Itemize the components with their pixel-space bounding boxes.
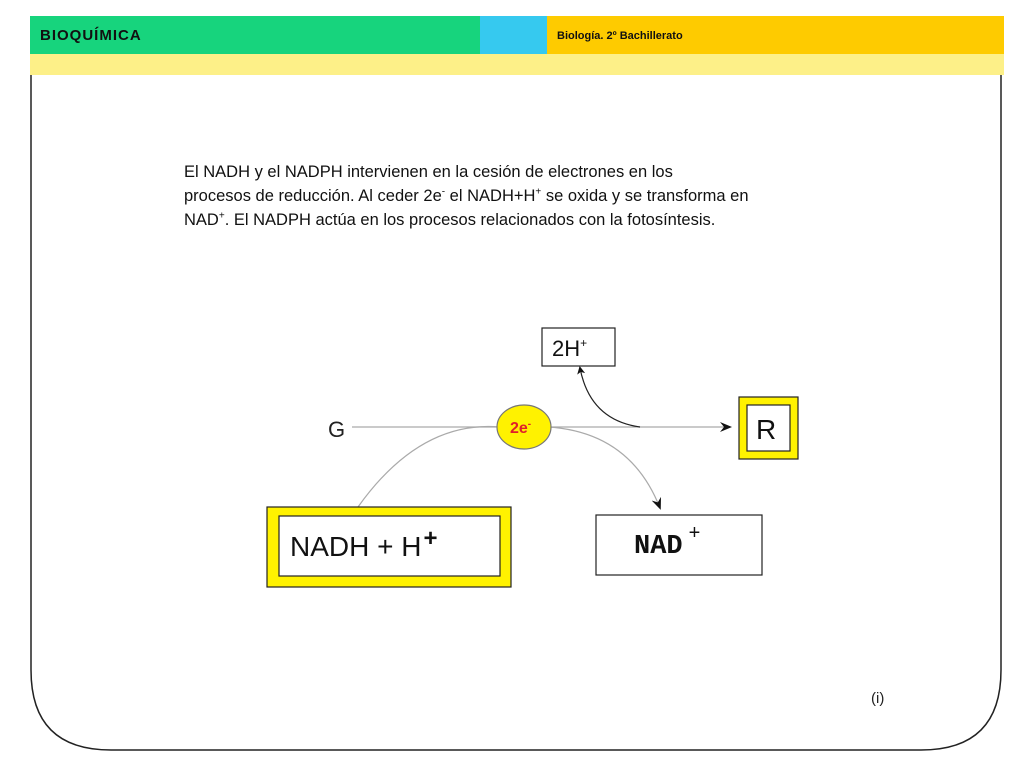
electron-to-nad-arrow: [547, 426, 661, 510]
intro-line-1: El NADH y el NADPH intervienen en la ces…: [184, 163, 673, 181]
header-title: BIOQUÍMICA: [40, 27, 142, 44]
proton-label: 2H+: [552, 336, 587, 361]
acceptor-label: R: [756, 414, 776, 445]
header-gold-bar: [547, 16, 1004, 54]
donor-label: G: [328, 417, 345, 442]
header-light-strip: [30, 54, 1004, 75]
acceptor-box-inner: [746, 404, 791, 452]
header-cyan-bar: [480, 16, 547, 54]
oxidized-box: [595, 514, 763, 576]
oxidized-label: NAD+: [634, 522, 700, 562]
electron-label: 2e-: [510, 419, 531, 437]
header-subtitle: Biología. 2º Bachillerato: [557, 30, 683, 42]
proton-box: [541, 327, 616, 367]
intro-paragraph: El NADH y el NADPH intervienen en la ces…: [184, 160, 884, 232]
electron-circle: [496, 404, 552, 450]
nadh-to-electron-curve: [357, 425, 501, 508]
slide-mark: (i): [871, 690, 885, 707]
header-green-bar: [30, 16, 480, 54]
intro-line-3: NAD+. El NADPH actúa en los procesos rel…: [184, 210, 716, 229]
proton-release-arrow: [577, 366, 641, 428]
intro-line-2: procesos de reducción. Al ceder 2e- el N…: [184, 186, 749, 205]
reduced-box-inner: [278, 515, 501, 577]
reduced-label: NADH + H+: [290, 525, 437, 562]
